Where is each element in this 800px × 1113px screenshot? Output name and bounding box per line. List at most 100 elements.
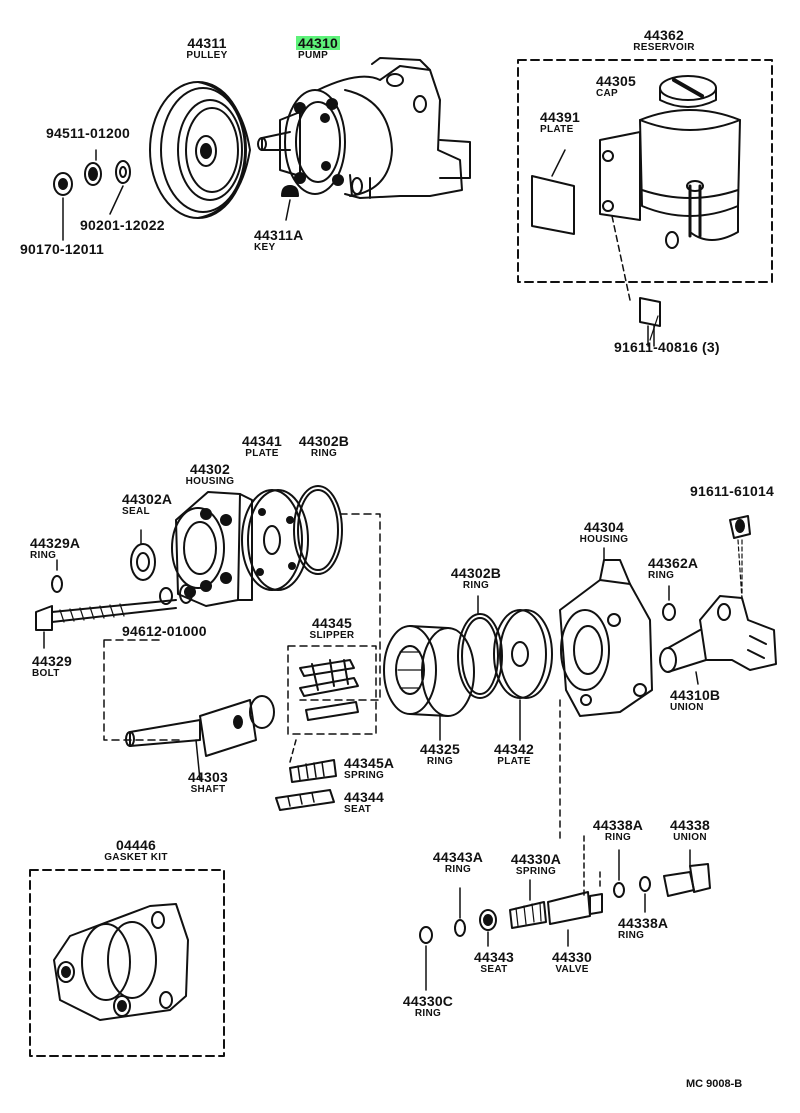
- part-name: PLATE: [245, 448, 279, 459]
- part-name: SEAL: [122, 506, 150, 517]
- part-number: 44330: [552, 949, 592, 965]
- ring-44302b-drawing: [294, 486, 342, 574]
- part-name: RING: [648, 570, 675, 581]
- part-name: PULLEY: [186, 50, 228, 61]
- part-name: SEAT: [480, 964, 508, 975]
- ring-44329a-drawing: [52, 560, 62, 592]
- part-name: HOUSING: [185, 476, 235, 487]
- part-name: RING: [426, 756, 454, 767]
- part-number: 44342: [494, 741, 534, 757]
- part-label-94511[interactable]: 94511-01200: [46, 126, 130, 140]
- part-number: 44362A: [648, 555, 699, 571]
- part-number: 44310B: [670, 687, 721, 703]
- part-label-94612[interactable]: 94612-01000: [122, 624, 207, 638]
- part-number: 44362: [644, 27, 684, 43]
- part-number: 44338: [670, 817, 710, 833]
- cam-ring-drawing: [384, 626, 474, 740]
- part-name: SPRING: [515, 866, 557, 877]
- ring-44362a-drawing: [663, 586, 675, 620]
- shaft-drawing: [126, 696, 274, 780]
- part-number: 44311A: [254, 227, 304, 243]
- housing-rear-drawing: [560, 548, 652, 716]
- part-label-91611-61014[interactable]: 91611-61014: [690, 484, 774, 498]
- reservoir-drawing: [518, 60, 772, 346]
- part-number: 44311: [187, 35, 227, 51]
- ring-44302b-2-drawing: [458, 596, 502, 698]
- part-number: 90201-12022: [80, 217, 165, 233]
- part-number: 44305: [596, 73, 636, 89]
- part-number: 44345: [312, 615, 352, 631]
- bolt-44329-drawing: [36, 585, 192, 648]
- part-number: 04446: [116, 837, 156, 853]
- part-name: GASKET KIT: [104, 852, 168, 863]
- part-number: 44302B: [298, 433, 350, 449]
- part-name: VALVE: [555, 964, 589, 975]
- part-name: KEY: [254, 242, 276, 253]
- part-name: RING: [414, 1008, 442, 1019]
- part-number: 44341: [242, 433, 282, 449]
- part-number: 94612-01000: [122, 623, 207, 639]
- drawing-code: MC 9008-B: [686, 1078, 743, 1090]
- part-name: SLIPPER: [309, 630, 355, 641]
- assembly-lines-left: [104, 514, 380, 740]
- part-number: 44302A: [122, 491, 173, 507]
- part-name: SEAT: [344, 804, 372, 815]
- part-name: PUMP: [298, 50, 329, 61]
- part-name: UNION: [673, 832, 707, 843]
- part-number: 44343A: [432, 849, 484, 865]
- part-number: 44338A: [592, 817, 644, 833]
- part-number: 44304: [584, 519, 624, 535]
- part-number: 44338A: [618, 915, 669, 931]
- part-number: 44329: [32, 653, 72, 669]
- part-number: 44330C: [402, 993, 454, 1009]
- part-name: BOLT: [32, 668, 60, 679]
- part-label-91611-40816[interactable]: 91611-40816 (3): [614, 340, 720, 354]
- part-number: 44344: [344, 789, 384, 805]
- part-name: SPRING: [344, 770, 385, 781]
- part-name: RING: [30, 550, 57, 561]
- part-number: 44391: [540, 109, 580, 125]
- part-name: PLATE: [497, 756, 531, 767]
- part-label-90201[interactable]: 90201-12022: [80, 218, 165, 232]
- slipper-drawing: [288, 646, 376, 734]
- part-label-90170[interactable]: 90170-12011: [20, 242, 104, 256]
- part-number: 44302: [190, 461, 230, 477]
- plate-44341-drawing: [242, 490, 308, 590]
- part-name: CAP: [596, 88, 619, 99]
- part-number: 44329A: [30, 535, 81, 551]
- part-number: 91611-40816 (3): [614, 339, 720, 355]
